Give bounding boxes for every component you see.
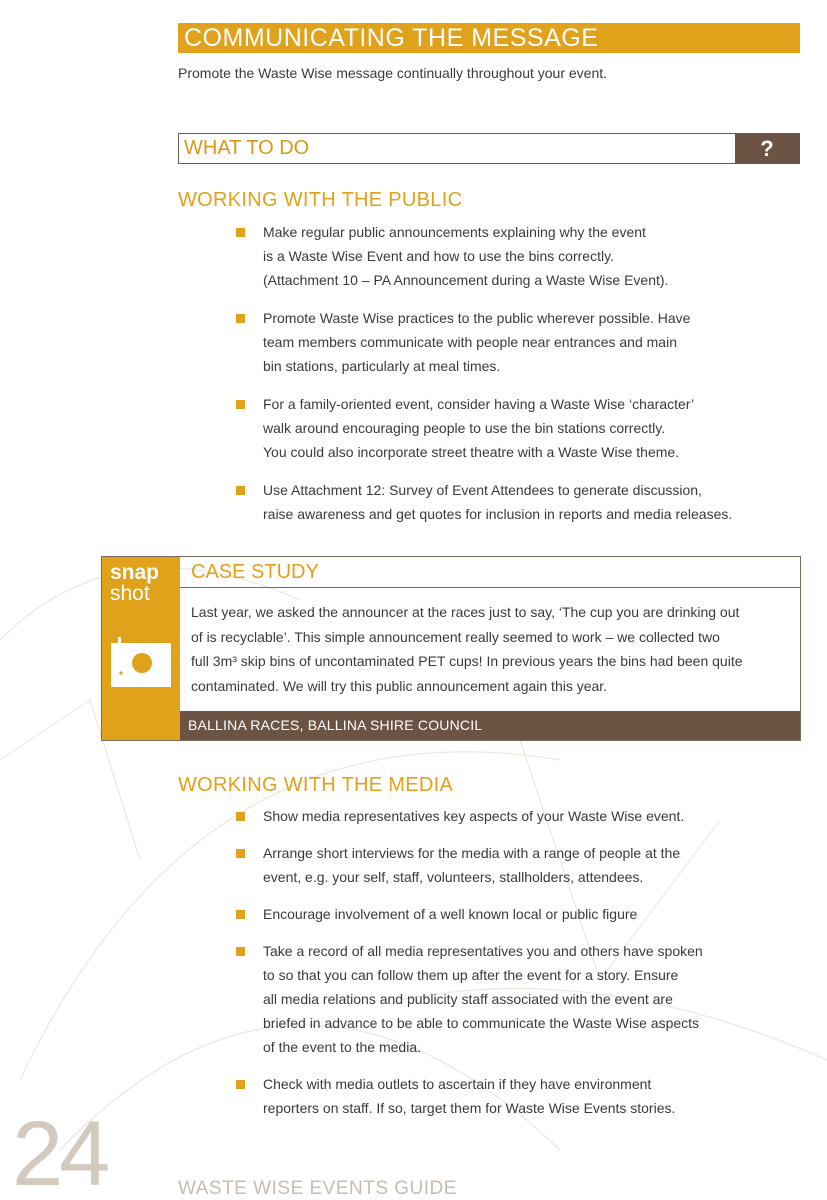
snap-label: snap (110, 561, 160, 584)
bullet-square-icon (236, 400, 245, 409)
bullet-square-icon (236, 228, 245, 237)
bullet-square-icon (236, 486, 245, 495)
question-icon: ? (735, 134, 799, 163)
bullet-square-icon (236, 849, 245, 858)
guide-title: WASTE WISE EVENTS GUIDE (178, 1178, 457, 1199)
list-item: Promote Waste Wise practices to the publ… (236, 306, 736, 378)
list-item: Make regular public announcements explai… (236, 220, 736, 292)
media-bullet-list: Show media representatives key aspects o… (236, 804, 736, 1120)
list-item: Show media representatives key aspects o… (236, 804, 736, 828)
media-section-heading: WORKING WITH THE MEDIA (178, 774, 454, 796)
list-item: Encourage involvement of a well known lo… (236, 902, 736, 926)
bullet-square-icon (236, 1080, 245, 1089)
list-item: Check with media outlets to ascertain if… (236, 1072, 736, 1120)
snapshot-sidebar: snap shot (102, 557, 180, 740)
intro-text: Promote the Waste Wise message continual… (178, 65, 608, 81)
what-to-do-banner: WHAT TO DO ? (178, 133, 800, 164)
bullet-square-icon (236, 947, 245, 956)
list-item: Use Attachment 12: Survey of Event Atten… (236, 478, 736, 526)
page-number: 24 (12, 1103, 110, 1200)
bullet-square-icon (236, 910, 245, 919)
case-study-box: snap shot CASE STUDY Last year, we asked… (101, 556, 801, 741)
case-study-divider (180, 587, 800, 588)
case-study-text: Last year, we asked the announcer at the… (191, 604, 743, 694)
list-item: Arrange short interviews for the media w… (236, 841, 736, 889)
case-study-title: CASE STUDY (191, 561, 319, 583)
shot-label: shot (110, 582, 150, 605)
camera-icon (111, 637, 171, 687)
list-item: Take a record of all media representativ… (236, 939, 736, 1059)
public-bullet-list: Make regular public announcements explai… (236, 220, 736, 526)
public-section-heading: WORKING WITH THE PUBLIC (178, 189, 463, 211)
page-title: COMMUNICATING THE MESSAGE (178, 23, 800, 53)
bullet-square-icon (236, 812, 245, 821)
case-study-source: BALLINA RACES, BALLINA SHIRE COUNCIL (180, 711, 800, 740)
list-item: For a family-oriented event, consider ha… (236, 392, 736, 464)
bullet-square-icon (236, 314, 245, 323)
what-to-do-label: WHAT TO DO (184, 137, 310, 159)
